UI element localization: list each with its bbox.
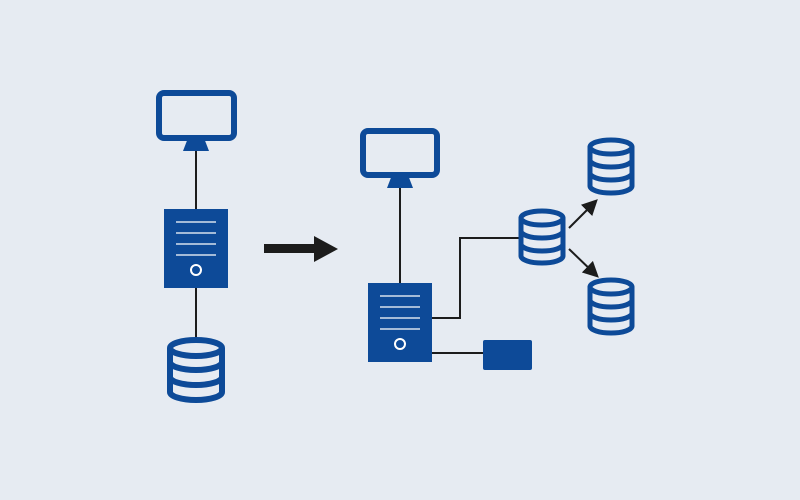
after-architecture: [360, 128, 635, 370]
database-icon: [587, 137, 635, 196]
before-architecture: [156, 90, 237, 403]
edge-database-replica-top: [568, 199, 598, 229]
edge-database-replica-bottom: [568, 248, 599, 278]
edge-server-database-primary: [432, 237, 519, 319]
database-icon: [167, 337, 225, 403]
arrow-right-icon: [264, 236, 338, 262]
monitor-icon: [156, 90, 237, 151]
device-block-icon: [483, 340, 532, 370]
monitor-icon: [360, 128, 440, 188]
database-icon: [518, 208, 566, 266]
server-icon: [368, 283, 432, 362]
server-icon: [164, 209, 228, 288]
database-icon: [587, 277, 635, 336]
